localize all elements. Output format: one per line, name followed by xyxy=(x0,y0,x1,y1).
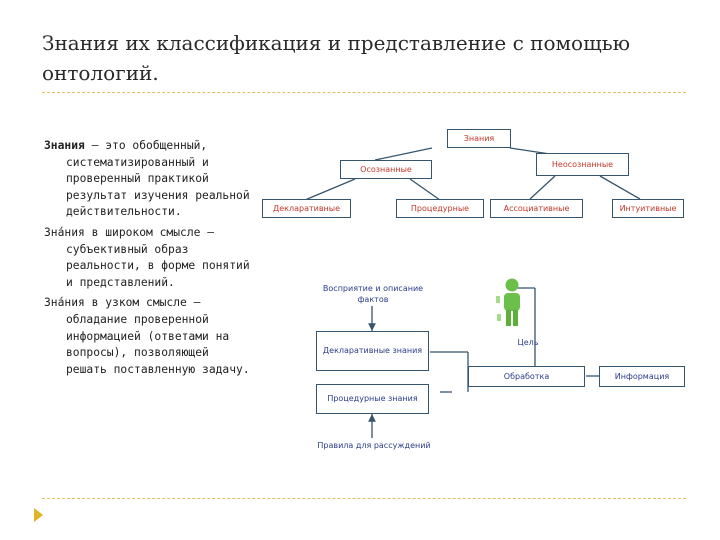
term: Зна́ния xyxy=(44,296,85,310)
definition-paragraph-2: Зна́ния в широком смысле — субъективный … xyxy=(44,225,256,291)
node-declarative-knowledge: Декларативные знания xyxy=(316,331,429,371)
definition-text: – это обобщенный, систематизированный и … xyxy=(66,139,250,219)
node-procedural-knowledge: Процедурные знания xyxy=(316,384,429,414)
label-goal: Цель xyxy=(517,338,539,347)
definition-paragraph-3: Зна́ния в узком смысле — обладание прове… xyxy=(44,295,256,378)
node-associative: Ассоциативные xyxy=(490,199,583,218)
title-divider xyxy=(42,92,686,93)
node-information: Информация xyxy=(599,366,685,387)
node-processing: Обработка xyxy=(468,366,585,387)
label-perception: Восприятие и описание фактов xyxy=(322,284,424,304)
footer-divider xyxy=(42,498,686,499)
connector-line xyxy=(374,147,433,161)
definition-text: в широком смысле — субъективный образ ре… xyxy=(66,225,250,289)
label-rules: Правила для рассуждений xyxy=(317,441,431,450)
slide-title: Знания их классификация и представление … xyxy=(42,31,630,85)
node-knowledge: Знания xyxy=(447,129,511,148)
node-conscious: Осознанные xyxy=(340,160,432,179)
connector-line xyxy=(529,175,556,200)
definition-text: в узком смысле — обладание проверенной и… xyxy=(66,296,250,376)
definitions-text: Знания – это обобщенный, систематизирова… xyxy=(44,138,256,382)
connector-line xyxy=(599,175,641,200)
connector-line xyxy=(409,178,441,201)
term: Зна́ния xyxy=(44,225,85,239)
term: Знания xyxy=(44,139,85,152)
node-declarative: Декларативные xyxy=(262,199,351,218)
definition-paragraph-1: Знания – это обобщенный, систематизирова… xyxy=(44,138,256,221)
person-icon xyxy=(496,278,520,326)
slide-arrow-icon xyxy=(34,508,43,522)
connector-line xyxy=(304,178,356,201)
node-intuitive: Интуитивные xyxy=(612,199,684,218)
node-unconscious: Неосознанные xyxy=(536,153,629,176)
node-procedural: Процедурные xyxy=(396,199,484,218)
